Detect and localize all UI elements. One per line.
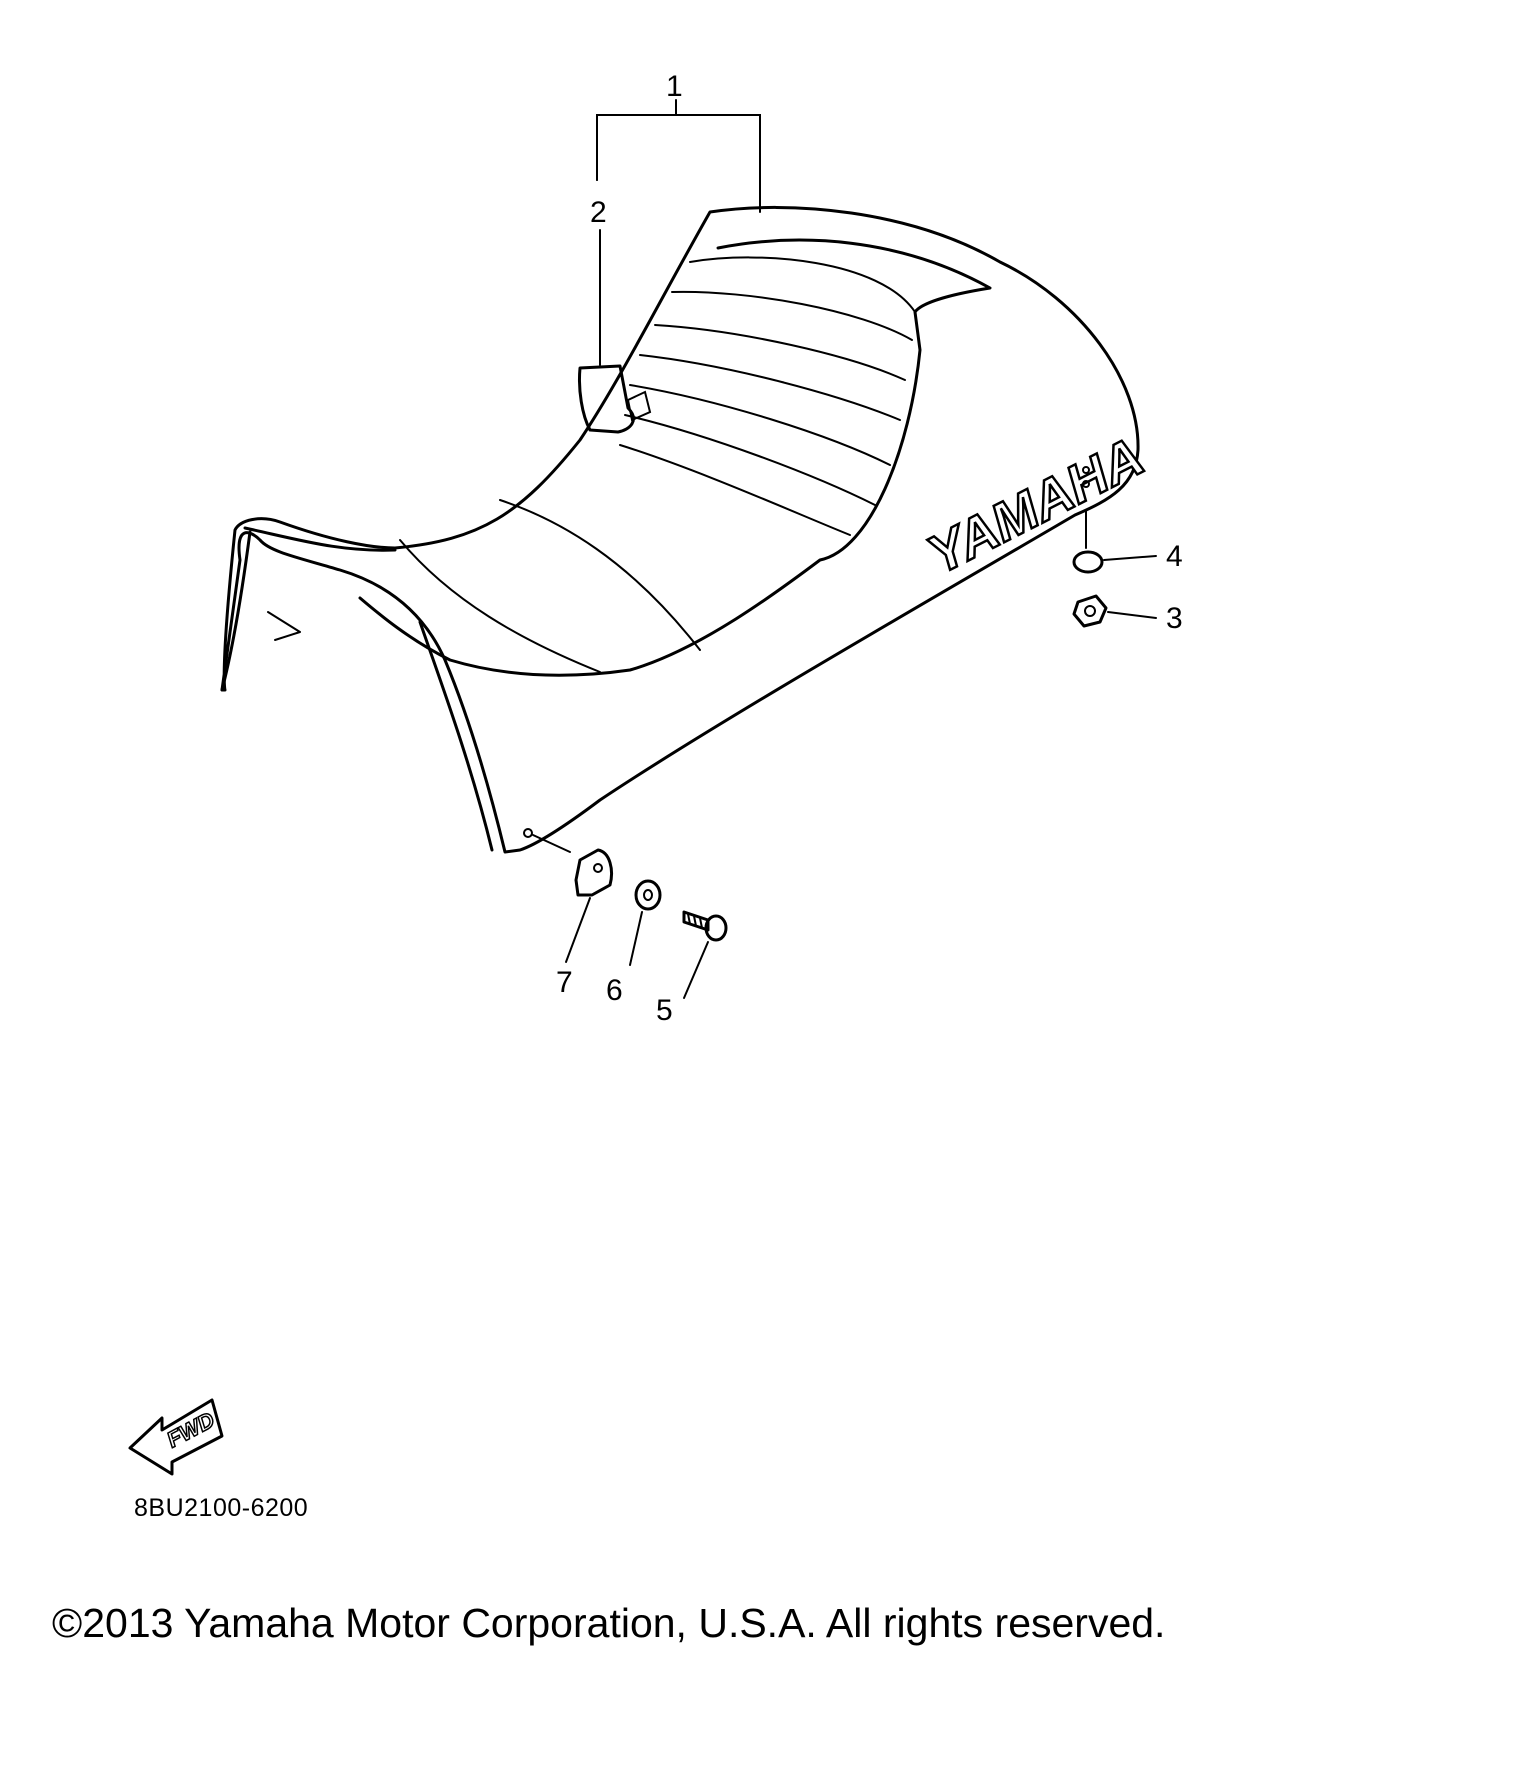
seat-hole-rear-2 bbox=[1082, 480, 1090, 488]
svg-text:1: 1 bbox=[666, 70, 683, 103]
seat-front-divider bbox=[499, 499, 701, 651]
svg-text:7: 7 bbox=[556, 966, 573, 999]
seat-front-rim bbox=[243, 526, 494, 852]
part-washer: 6 bbox=[606, 879, 662, 1007]
copyright-notice: ©2013 Yamaha Motor Corporation, U.S.A. A… bbox=[52, 1600, 1166, 1646]
leader-seat-to-bracket bbox=[532, 834, 571, 853]
seat-outline bbox=[220, 205, 1140, 854]
seat-rear-panel bbox=[220, 530, 252, 692]
part-code-label: 8BU2100-6200 bbox=[134, 1494, 309, 1522]
seat-ribs bbox=[619, 256, 916, 536]
seat-strap-buckle bbox=[626, 390, 652, 422]
svg-text:6: 6 bbox=[606, 974, 623, 1007]
part-grommet: 4 bbox=[1072, 509, 1183, 574]
part-bracket: 7 bbox=[556, 848, 613, 999]
callout-2: 2 bbox=[590, 196, 607, 366]
seat-assembly: YAMAHA bbox=[220, 205, 1154, 854]
part-nut: 3 bbox=[1072, 594, 1183, 635]
seat-top bbox=[358, 238, 992, 677]
fwd-arrow-icon: FWD bbox=[128, 1398, 224, 1476]
seat-hole-rear-1 bbox=[1082, 466, 1090, 474]
seat-hole-front bbox=[523, 828, 533, 838]
svg-text:4: 4 bbox=[1166, 540, 1183, 573]
svg-text:2: 2 bbox=[590, 196, 607, 229]
part-screw: 5 bbox=[656, 910, 728, 1027]
svg-text:5: 5 bbox=[656, 994, 673, 1027]
callout-1: 1 bbox=[596, 70, 761, 213]
seat-strap bbox=[578, 364, 635, 434]
seat-front-divider-2 bbox=[399, 539, 601, 673]
svg-text:3: 3 bbox=[1166, 602, 1183, 635]
seat-rear-crease bbox=[267, 611, 301, 641]
seat-brand-lettering: YAMAHA bbox=[918, 426, 1153, 585]
